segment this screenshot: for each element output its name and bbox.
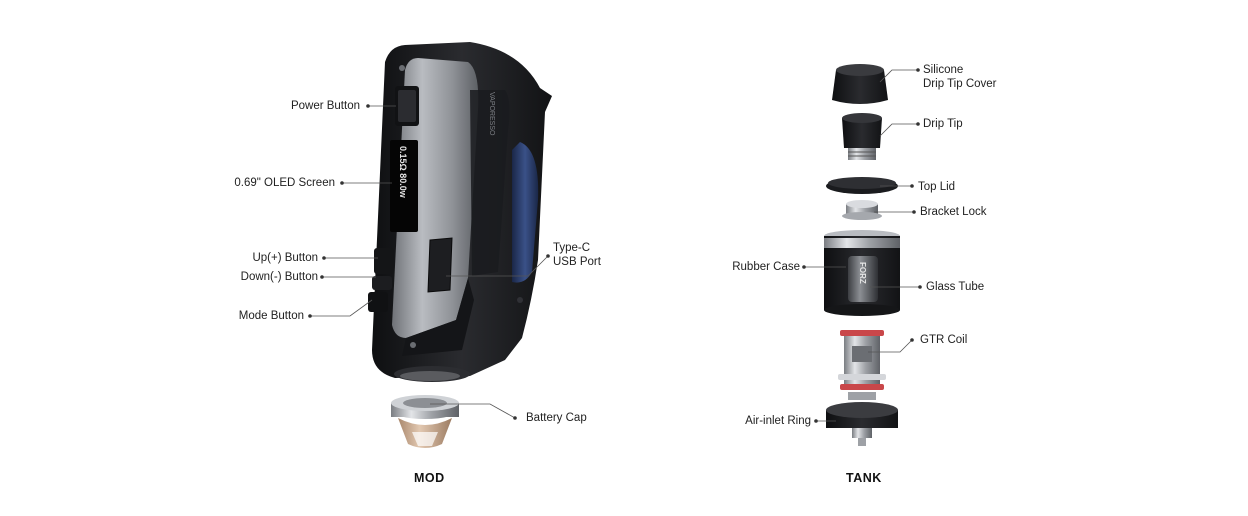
mod-down-button <box>372 276 392 290</box>
label-gtr-coil: GTR Coil <box>920 334 968 346</box>
label-down-button: Down(-) Button <box>240 271 318 283</box>
label-oled-screen: 0.69" OLED Screen <box>234 177 335 189</box>
label-type-c-line1: Type-C <box>553 242 591 254</box>
label-type-c-line2: USB Port <box>553 256 601 268</box>
rubber-case: FORZ <box>824 230 900 316</box>
air-inlet-ring <box>826 402 898 446</box>
gtr-coil <box>838 330 886 400</box>
label-drip-tip-cover-line1: Silicone <box>923 64 964 76</box>
label-glass-tube: Glass Tube <box>926 281 985 293</box>
label-battery-cap: Battery Cap <box>526 412 587 424</box>
drip-tip <box>842 113 882 160</box>
battery-cap <box>391 395 459 448</box>
leader-lines <box>308 68 922 423</box>
label-top-lid: Top Lid <box>918 181 956 193</box>
tank-exploded: FORZ <box>824 64 900 446</box>
glass-tube-mark: FORZ <box>858 262 867 284</box>
label-up-button: Up(+) Button <box>252 252 318 264</box>
mod-oled-screen <box>390 140 418 232</box>
label-drip-tip: Drip Tip <box>923 118 963 130</box>
caption-mod: MOD <box>414 471 445 485</box>
mod-mode-button <box>368 292 388 312</box>
mod-device: VAPORESSO 0.15Ω 80.0w <box>368 42 552 382</box>
mod-metal-face <box>392 58 479 338</box>
label-power-button: Power Button <box>290 100 360 112</box>
bracket-lock <box>842 200 882 220</box>
glass-tube-window <box>848 256 878 302</box>
label-rubber-case: Rubber Case <box>732 261 800 273</box>
top-lid <box>826 177 898 194</box>
label-bracket-lock: Bracket Lock <box>920 206 987 218</box>
label-drip-tip-cover: Silicone Drip Tip Cover <box>923 63 997 91</box>
mod-brand-mark: VAPORESSO <box>488 92 495 136</box>
drip-tip-cover <box>832 64 888 104</box>
mod-up-button <box>374 248 394 274</box>
label-mode-button: Mode Button <box>238 310 304 322</box>
caption-tank: TANK <box>846 471 882 485</box>
mod-blue-panel <box>512 142 539 283</box>
label-air-inlet-ring: Air-inlet Ring <box>745 415 811 427</box>
label-drip-tip-cover-line2: Drip Tip Cover <box>923 78 997 90</box>
mod-usb-cover <box>427 237 453 293</box>
label-type-c: Type-C USB Port <box>553 241 601 269</box>
mod-screen-readout: 0.15Ω 80.0w <box>398 146 408 199</box>
